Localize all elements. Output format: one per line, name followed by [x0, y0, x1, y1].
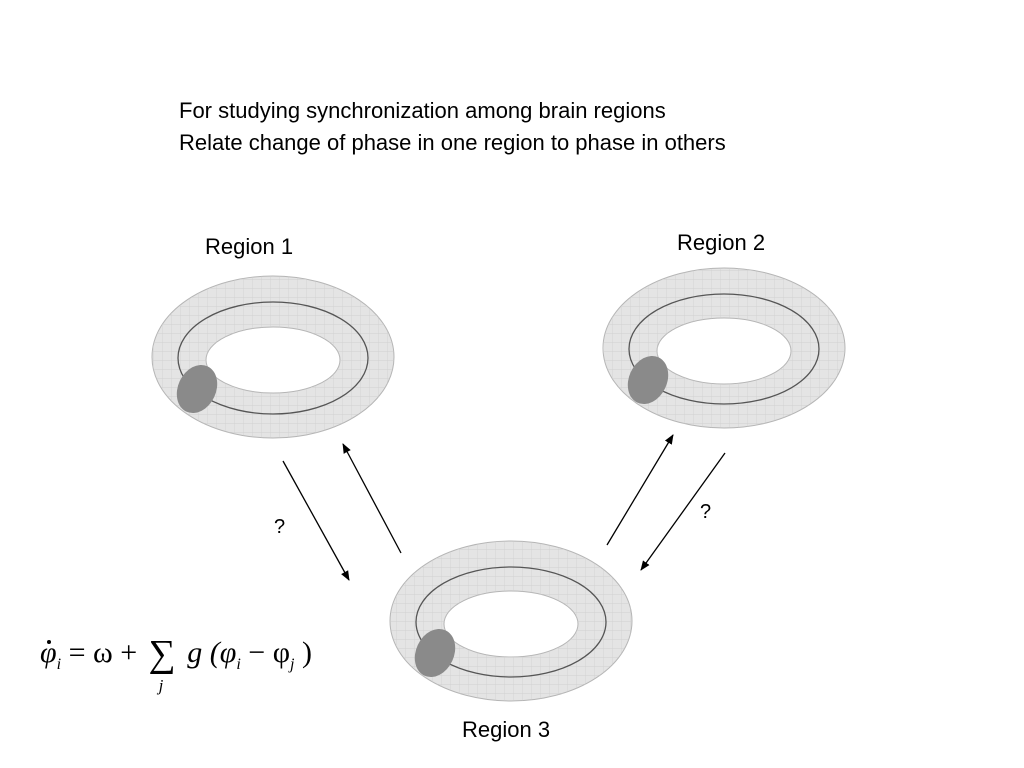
lhs-phi: φ	[40, 636, 57, 669]
arrow-region1-to-region3	[282, 460, 350, 581]
question-mark-right: ?	[700, 501, 712, 523]
sub-j: j	[290, 656, 295, 673]
summation-symbol: ∑j	[148, 633, 176, 695]
region-2-label: Region 2	[677, 230, 766, 255]
torus-region-3	[389, 540, 633, 702]
minus-phi: − φ	[240, 636, 291, 669]
lhs-subscript: i	[56, 656, 62, 673]
omega-term: = ω +	[68, 636, 138, 669]
phase-marker-region-2	[627, 355, 669, 405]
torus-region-1	[151, 275, 395, 439]
arrow-region3-to-region2	[606, 434, 674, 546]
header-line-1: For studying synchronization among brain…	[179, 98, 666, 123]
question-mark-left: ?	[274, 516, 286, 538]
sum-index: j	[158, 676, 164, 695]
arrow-region3-to-region1	[342, 443, 402, 554]
region-1-label: Region 1	[205, 234, 294, 259]
torus-region-2	[602, 267, 846, 429]
header-text: For studying synchronization among brain…	[179, 95, 726, 159]
arrow-region2-to-region3	[640, 452, 726, 571]
phase-marker-region-3	[414, 628, 456, 678]
phase-marker-region-1	[176, 364, 218, 414]
close-paren: )	[294, 636, 312, 669]
header-line-2: Relate change of phase in one region to …	[179, 130, 726, 155]
g-function: g (φ	[187, 636, 237, 669]
sub-i: i	[236, 656, 241, 673]
phi-dot-symbol: φ	[40, 636, 57, 670]
kuramoto-equation: φi = ω + ∑j g (φi − φj )	[40, 632, 312, 695]
region-3-label: Region 3	[462, 717, 551, 742]
